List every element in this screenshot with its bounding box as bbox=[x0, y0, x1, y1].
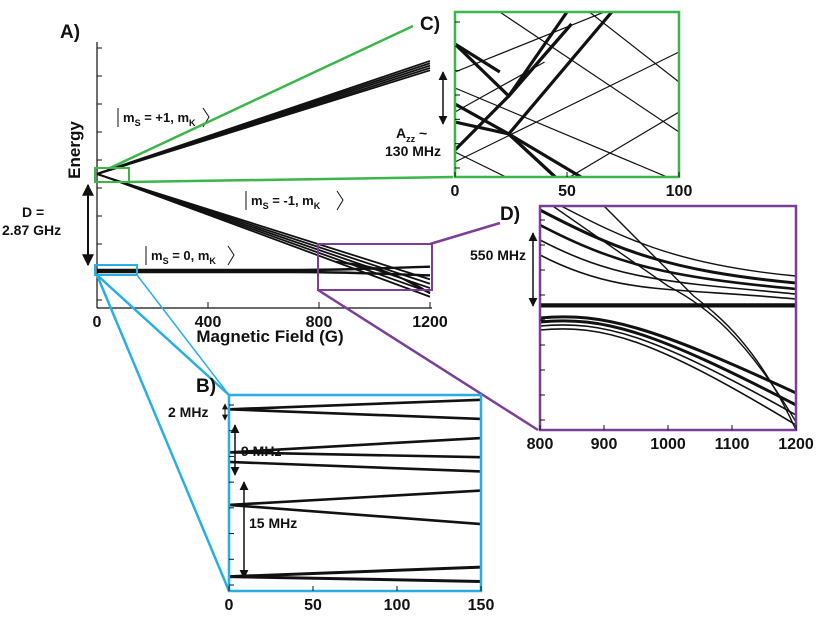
x-tick-label: 1000 bbox=[650, 436, 686, 453]
series-line bbox=[455, 51, 679, 163]
series-line bbox=[229, 451, 481, 459]
series-line bbox=[540, 319, 796, 407]
x-tick-label: 400 bbox=[195, 314, 222, 331]
panel-b-label: B) bbox=[196, 376, 216, 397]
series-line bbox=[507, 12, 614, 136]
y-axis-label: Energy bbox=[65, 121, 84, 179]
panel-d-lines bbox=[540, 206, 796, 430]
panel-c-frame bbox=[453, 10, 681, 179]
series-line bbox=[455, 61, 545, 113]
x-tick-label: 1200 bbox=[778, 436, 814, 453]
x-tick-label: 100 bbox=[666, 183, 693, 200]
x-tick-label: 50 bbox=[558, 183, 576, 200]
x-tick-label: 100 bbox=[384, 597, 411, 614]
series-line bbox=[540, 239, 796, 295]
series-line bbox=[229, 565, 481, 579]
panel-b-frame bbox=[227, 393, 483, 593]
series-line bbox=[455, 102, 558, 177]
series-line bbox=[455, 87, 669, 177]
panel-c: C) 0 50 100 Azz ~ 130 MHz bbox=[385, 10, 693, 200]
series-line bbox=[559, 206, 796, 277]
series-line bbox=[507, 132, 585, 177]
zoom-connectors bbox=[95, 24, 539, 592]
svg-text:mS = +1, mK: mS = +1, mK bbox=[123, 110, 196, 128]
b-2mhz-label: 2 MHz bbox=[168, 404, 208, 420]
series-line bbox=[589, 12, 679, 83]
series-line bbox=[229, 436, 481, 454]
series-line bbox=[229, 460, 481, 473]
series-line bbox=[97, 270, 431, 277]
series-line bbox=[568, 111, 679, 177]
panel-c-label: C) bbox=[420, 14, 440, 35]
panel-d-x-ticks: 800 900 1000 1100 1200 bbox=[527, 425, 814, 453]
svg-text:mS = -1, mK: mS = -1, mK bbox=[251, 193, 321, 211]
x-tick-label: 0 bbox=[93, 314, 102, 331]
panel-a-label: A) bbox=[60, 22, 80, 43]
d-label: D = bbox=[22, 204, 44, 220]
zoom-box-d bbox=[317, 243, 433, 291]
b-9mhz-label: 9 MHz bbox=[241, 443, 281, 459]
series-line bbox=[540, 315, 796, 395]
series-line bbox=[507, 12, 569, 97]
state-label-zero: mS = 0, mK bbox=[145, 245, 235, 266]
panel-b-x-ticks: 0 50 100 150 bbox=[225, 586, 495, 614]
series-line bbox=[229, 489, 481, 507]
series-line bbox=[540, 328, 796, 426]
state-label-minus: mS = -1, mK bbox=[245, 190, 344, 211]
panel-d: D) 800 900 1000 1100 1200 550 MHz bbox=[470, 204, 814, 453]
series-line bbox=[97, 265, 431, 272]
panel-c-x-ticks: 0 50 100 bbox=[451, 172, 693, 200]
panel-b: B) 0 50 100 150 2 MHz 9 MHz 15 MHz bbox=[168, 376, 494, 614]
x-tick-label: 1100 bbox=[715, 436, 750, 453]
x-tick-label: 0 bbox=[451, 183, 460, 200]
x-tick-label: 900 bbox=[591, 436, 618, 453]
b-15mhz-label: 15 MHz bbox=[249, 515, 297, 531]
state-label-plus: mS = +1, mK bbox=[117, 107, 210, 128]
series-line bbox=[552, 206, 796, 423]
series-line bbox=[499, 12, 679, 133]
panel-c-lines bbox=[455, 12, 679, 177]
d-value: 2.87 GHz bbox=[2, 222, 61, 238]
series-line bbox=[540, 223, 796, 291]
series-line bbox=[96, 173, 431, 281]
azz-label: A bbox=[396, 125, 406, 141]
series-line bbox=[603, 206, 796, 430]
series-line bbox=[229, 575, 481, 583]
x-tick-label: 800 bbox=[306, 314, 333, 331]
series-line bbox=[455, 22, 573, 99]
panel-b-lines bbox=[229, 398, 481, 583]
x-ticks: 0 400 800 1200 bbox=[93, 302, 448, 331]
zoom-box-b bbox=[94, 264, 138, 276]
series-line bbox=[229, 408, 481, 421]
panel-d-label: D) bbox=[500, 204, 520, 225]
x-tick-label: 50 bbox=[304, 597, 322, 614]
x-axis-label: Magnetic Field (G) bbox=[196, 327, 343, 346]
series-line bbox=[540, 208, 796, 285]
series-line bbox=[540, 324, 796, 416]
panel-a: A) Energy Magnetic Field (G) 0 400 800 1200… bbox=[2, 22, 448, 346]
series-line bbox=[540, 254, 796, 300]
series-line bbox=[455, 12, 606, 73]
azz-value: 130 MHz bbox=[385, 143, 441, 159]
x-tick-label: 0 bbox=[225, 597, 234, 614]
x-tick-label: 1200 bbox=[412, 314, 448, 331]
x-tick-label: 800 bbox=[527, 436, 554, 453]
series-line bbox=[96, 69, 431, 176]
series-line bbox=[335, 260, 431, 295]
svg-text:Azz ~: Azz ~ bbox=[396, 125, 427, 144]
panel-a-lines bbox=[96, 60, 431, 298]
series-line bbox=[229, 503, 481, 526]
svg-text:mS = 0, mK: mS = 0, mK bbox=[151, 248, 216, 266]
d-550-label: 550 MHz bbox=[470, 247, 526, 263]
series-line bbox=[229, 398, 481, 411]
x-tick-label: 150 bbox=[468, 597, 495, 614]
series-line bbox=[455, 151, 508, 177]
series-line bbox=[455, 42, 501, 74]
